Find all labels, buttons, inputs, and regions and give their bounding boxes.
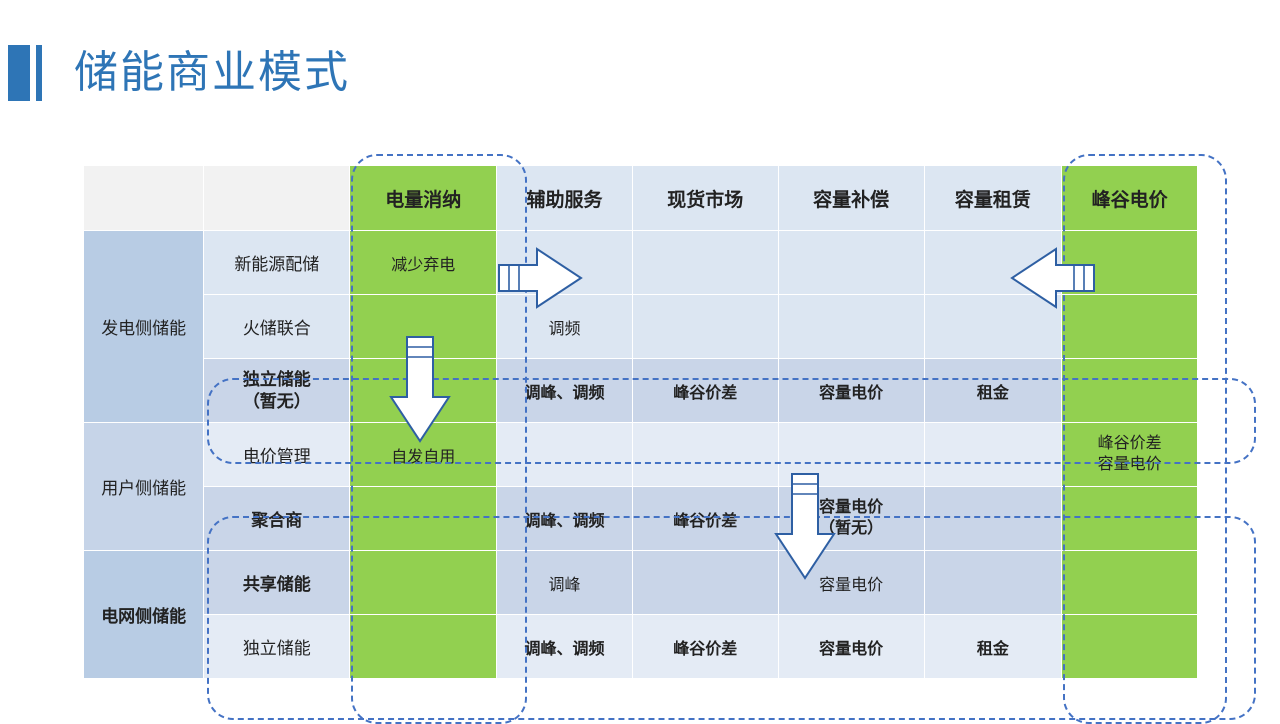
cell-g3r1-ancillary: 调峰	[496, 550, 633, 615]
cell-g2r2-leasing	[923, 486, 1063, 551]
cell-g1r3-spot: 峰谷价差	[631, 358, 779, 423]
cell-g1r1-spot	[631, 230, 779, 295]
cell-g1r3-energy	[349, 358, 498, 423]
cell-g2r1-ancillary	[496, 422, 633, 487]
slide-title-bar: 储能商业模式	[0, 45, 350, 101]
cell-g1r3-capacity: 容量电价	[777, 358, 925, 423]
header-capacity-leasing: 容量租赁	[923, 165, 1063, 231]
row-label-independent-storage-grid: 独立储能	[203, 614, 351, 679]
table-row: 火储联合 调频	[84, 294, 1198, 359]
header-blank-2	[203, 165, 351, 231]
row-label-new-energy-storage: 新能源配储	[203, 230, 351, 295]
cell-g1r2-spot	[631, 294, 779, 359]
row-label-independent-storage-gen: 独立储能（暂无）	[203, 358, 351, 423]
header-capacity-compensation: 容量补偿	[777, 165, 925, 231]
cell-g1r2-leasing	[923, 294, 1063, 359]
table-row: 用户侧储能 电价管理 自发自用 峰谷价差容量电价	[82, 422, 1198, 551]
cell-g2r2-ancillary: 调峰、调频	[496, 486, 633, 551]
cell-g3r2-capacity: 容量电价	[777, 614, 925, 679]
cell-g2r1-capacity	[777, 422, 925, 487]
table-row: 聚合商 调峰、调频 峰谷价差 容量电价（暂无）	[84, 486, 1198, 551]
table-row: 电网侧储能 共享储能 调峰 容量电价	[82, 550, 1198, 679]
cell-g1r2-capacity	[777, 294, 925, 359]
cell-g1r1-energy: 减少弃电	[349, 230, 498, 295]
cell-g2r2-capacity: 容量电价（暂无）	[777, 486, 925, 551]
cell-g2r2-spot: 峰谷价差	[631, 486, 779, 551]
row-label-thermal-storage: 火储联合	[203, 294, 351, 359]
cell-g3r1-spot	[631, 550, 779, 615]
header-peak-valley-price: 峰谷电价	[1061, 165, 1198, 231]
cell-g2r1-spot	[631, 422, 779, 487]
cell-g3r1-peak	[1061, 550, 1198, 615]
cell-g1r2-peak	[1061, 294, 1198, 359]
header-blank-1	[82, 165, 205, 231]
cell-g1r2-energy	[349, 294, 498, 359]
table-header-row: 电量消纳 辅助服务 现货市场 容量补偿 容量租赁 峰谷电价	[82, 165, 1198, 231]
cell-g3r2-leasing: 租金	[923, 614, 1063, 679]
accent-bar-thick	[8, 45, 30, 101]
row-label-aggregator: 聚合商	[203, 486, 351, 551]
group-label-grid-side: 电网侧储能	[82, 550, 205, 679]
title-accent-mark	[0, 45, 42, 101]
group-label-user-side: 用户侧储能	[82, 422, 205, 551]
cell-g2r2-energy	[349, 486, 498, 551]
row-label-price-management: 电价管理	[203, 422, 351, 487]
cell-g3r2-peak	[1061, 614, 1198, 679]
table-row: 发电侧储能 新能源配储 减少弃电	[82, 230, 1198, 423]
cell-g2r1-leasing	[923, 422, 1063, 487]
cell-g3r1-leasing	[923, 550, 1063, 615]
cell-g3r2-spot: 峰谷价差	[631, 614, 779, 679]
row-label-shared-storage: 共享储能	[203, 550, 351, 615]
table-row: 独立储能（暂无） 调峰、调频 峰谷价差 容量电价 租金	[84, 358, 1198, 423]
cell-g3r1-energy	[349, 550, 498, 615]
accent-bar-thin	[36, 45, 42, 101]
cell-g2r1-peak: 峰谷价差容量电价	[1061, 422, 1198, 487]
cell-g1r1-peak	[1061, 230, 1198, 295]
cell-g1r2-ancillary: 调频	[496, 294, 633, 359]
group-label-generation-side: 发电侧储能	[82, 230, 205, 423]
cell-g1r3-ancillary: 调峰、调频	[496, 358, 633, 423]
cell-g1r3-peak	[1061, 358, 1198, 423]
header-ancillary-services: 辅助服务	[496, 165, 633, 231]
cell-g3r1-capacity: 容量电价	[777, 550, 925, 615]
page-title: 储能商业模式	[74, 48, 350, 97]
table-row: 独立储能 调峰、调频 峰谷价差 容量电价 租金	[84, 614, 1198, 679]
cell-g1r1-capacity	[777, 230, 925, 295]
cell-g1r1-ancillary	[496, 230, 633, 295]
header-spot-market: 现货市场	[631, 165, 779, 231]
cell-g2r1-energy: 自发自用	[349, 422, 498, 487]
cell-g2r2-peak	[1061, 486, 1198, 551]
cell-g1r3-leasing: 租金	[923, 358, 1063, 423]
cell-g3r2-ancillary: 调峰、调频	[496, 614, 633, 679]
matrix-table: 电量消纳 辅助服务 现货市场 容量补偿 容量租赁 峰谷电价 发电侧储能 新能源配…	[82, 165, 1198, 679]
business-model-table: 电量消纳 辅助服务 现货市场 容量补偿 容量租赁 峰谷电价 发电侧储能 新能源配…	[82, 165, 1198, 710]
header-energy-consumption: 电量消纳	[349, 165, 498, 231]
cell-g1r1-leasing	[923, 230, 1063, 295]
cell-g3r2-energy	[349, 614, 498, 679]
